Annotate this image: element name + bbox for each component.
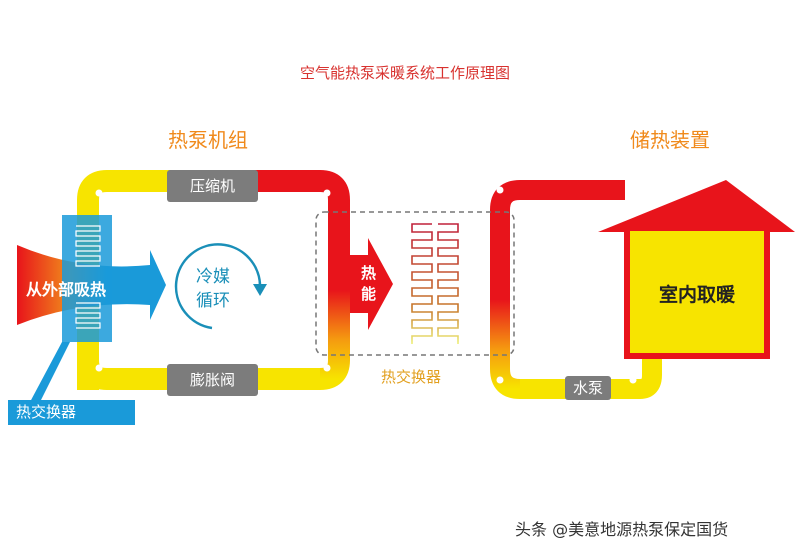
cycle-arrow-icon bbox=[174, 243, 267, 330]
heat-storage-heading: 储热装置 bbox=[630, 128, 710, 152]
watermark: 头条 @美意地源热泵保定国货 bbox=[515, 520, 729, 539]
refrigerant-cycle-label-1: 冷媒 bbox=[196, 267, 230, 287]
coil-icon bbox=[411, 223, 459, 344]
flow-direction-icons bbox=[95, 186, 637, 384]
expansion-valve-label: 膨胀阀 bbox=[167, 364, 258, 396]
refrigerant-loop bbox=[77, 170, 350, 390]
water-loop bbox=[490, 180, 662, 399]
heat-energy-arrow bbox=[350, 238, 393, 330]
heat-pump-unit-heading: 热泵机组 bbox=[168, 128, 248, 152]
heat-exchanger-outline bbox=[315, 211, 515, 356]
heat-exchanger-left-label: 热交换器 bbox=[8, 400, 135, 425]
heat-energy-label-2: 能 bbox=[361, 285, 377, 303]
indoor-heating-label: 室内取暖 bbox=[658, 284, 735, 306]
evaporator-icon bbox=[62, 215, 112, 342]
refrigerant-cycle-label-2: 循环 bbox=[196, 291, 230, 311]
water-pump-label: 水泵 bbox=[565, 376, 611, 400]
heat-energy-label-1: 热 bbox=[361, 264, 377, 282]
house-icon bbox=[598, 180, 795, 359]
diagram-title: 空气能热泵采暖系统工作原理图 bbox=[299, 64, 510, 82]
heat-exchanger-center-label: 热交换器 bbox=[381, 368, 442, 386]
callout-pointer bbox=[30, 342, 70, 402]
absorb-heat-label: 从外部吸热 bbox=[26, 280, 107, 299]
compressor-label: 压缩机 bbox=[167, 170, 258, 202]
